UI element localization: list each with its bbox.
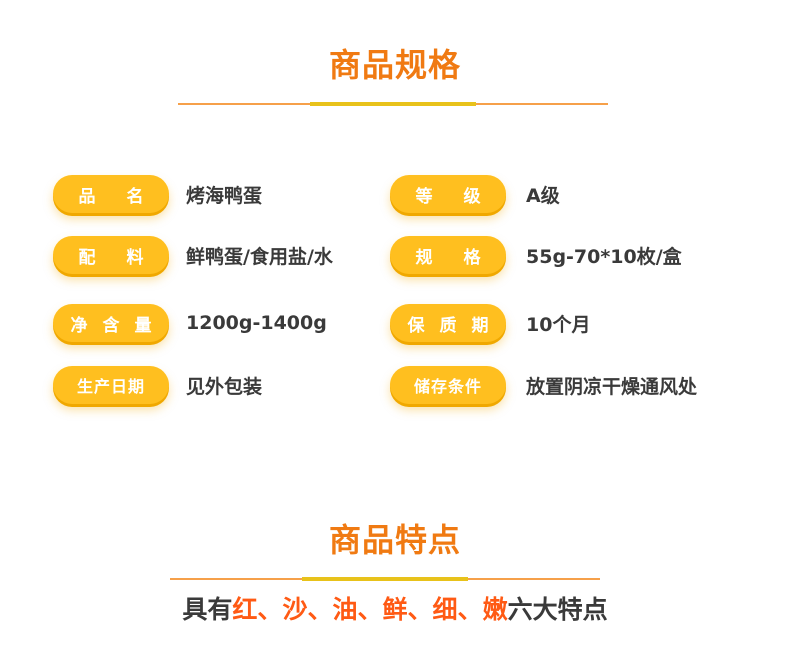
spec-label-char: 等	[415, 186, 433, 207]
spec-value-storage: 放置阴凉干燥通风处	[526, 375, 698, 398]
spec-label-char: 格	[463, 247, 481, 268]
spec-label-net-weight: 净 含 量	[53, 304, 169, 342]
feature-separator: 、	[257, 595, 283, 624]
spec-label-grade: 等 级	[390, 175, 506, 213]
feature-separator: 、	[307, 595, 333, 624]
spec-label-production-date: 生产日期	[53, 366, 169, 404]
features-section-title: 商品特点	[328, 521, 461, 559]
spec-value-shelf-life: 10个月	[526, 313, 591, 336]
features-suffix: 六大特点	[507, 595, 608, 624]
spec-label-char: 品	[78, 186, 96, 207]
feature-separator: 、	[457, 595, 483, 624]
feature-item: 鲜	[382, 595, 408, 624]
spec-value-size: 55g-70*10枚/盒	[526, 245, 682, 268]
spec-label-char: 含	[102, 315, 120, 336]
features-prefix: 具有	[182, 595, 233, 624]
features-title-divider	[170, 577, 600, 581]
spec-value-grade: A级	[526, 184, 560, 207]
spec-title-divider-accent	[310, 102, 476, 106]
spec-label-char: 配	[78, 247, 96, 268]
spec-label-size: 规 格	[390, 236, 506, 274]
spec-value-ingredients: 鲜鸭蛋/食用盐/水	[186, 245, 333, 268]
features-line: 具有红、沙、油、鲜、细、嫩六大特点	[0, 590, 790, 626]
feature-separator: 、	[407, 595, 433, 624]
feature-item: 油	[332, 595, 358, 624]
spec-value-production-date: 见外包装	[186, 375, 263, 398]
spec-title-divider	[178, 102, 608, 106]
spec-label-char: 料	[126, 247, 144, 268]
spec-label-char: 量	[134, 315, 152, 336]
feature-separator: 、	[357, 595, 383, 624]
spec-label-char: 级	[463, 186, 481, 207]
spec-value-name: 烤海鸭蛋	[186, 184, 263, 207]
feature-item: 细	[432, 595, 458, 624]
spec-label-char: 规	[415, 247, 433, 268]
spec-label-char: 期	[471, 315, 489, 336]
spec-label-char: 保	[407, 315, 425, 336]
spec-label-storage: 储存条件	[390, 366, 506, 404]
spec-label-char: 净	[70, 315, 88, 336]
spec-value-net-weight: 1200g-1400g	[186, 312, 327, 334]
feature-item: 沙	[282, 595, 308, 624]
feature-item: 红	[232, 595, 258, 624]
spec-label-char: 质	[439, 315, 457, 336]
spec-label-char: 名	[126, 186, 144, 207]
spec-label-name: 品 名	[53, 175, 169, 213]
spec-section-title: 商品规格	[328, 46, 461, 84]
spec-label-ingredients: 配 料	[53, 236, 169, 274]
spec-label-shelf-life: 保 质 期	[390, 304, 506, 342]
features-title-divider-accent	[302, 577, 468, 581]
feature-item: 嫩	[482, 595, 508, 624]
